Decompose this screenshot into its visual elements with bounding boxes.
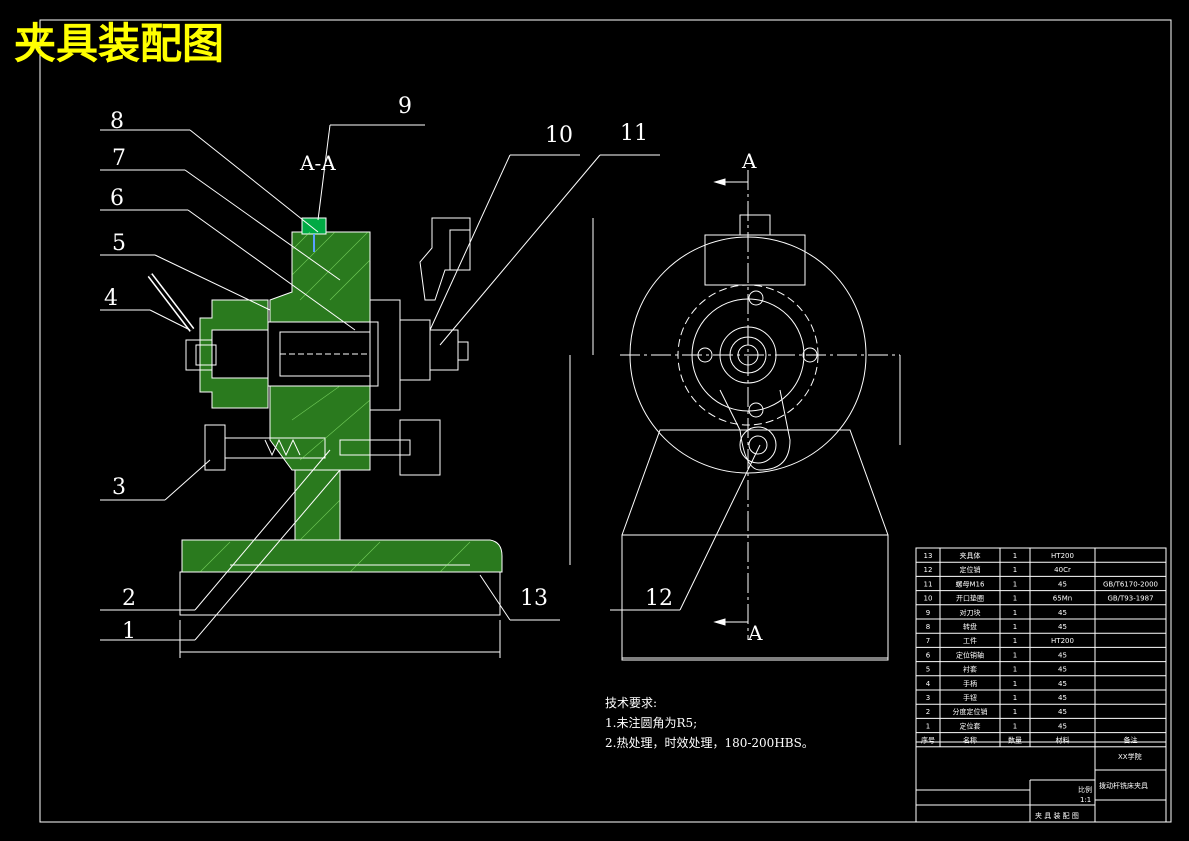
bom-header-name: 名称 — [963, 736, 977, 745]
company-name: XX学院 — [1118, 752, 1142, 761]
balloon-4: 4 — [104, 286, 118, 311]
bom-cell-material: 45 — [1058, 609, 1067, 617]
column-section — [294, 469, 341, 541]
bom-cell-name: 对刀块 — [960, 608, 981, 617]
balloon-12: 12 — [645, 586, 673, 611]
view-label-bottom: A — [747, 621, 763, 645]
bom-cell-no: 7 — [926, 637, 930, 645]
bom-cell-qty: 1 — [1013, 708, 1017, 716]
bom-cell-name: 手钮 — [963, 693, 977, 702]
bom-cell-name: 定位销 — [960, 565, 981, 574]
balloon-1: 1 — [122, 619, 136, 644]
balloon-5: 5 — [112, 231, 126, 256]
bom-cell-no: 8 — [926, 623, 930, 631]
bom-cell-qty: 1 — [1013, 666, 1017, 674]
balloon-6: 6 — [110, 186, 124, 211]
bom-cell-material: 40Cr — [1054, 566, 1071, 574]
bom-cell-no: 12 — [924, 566, 933, 574]
drawing-name: 拨动杆铣床夹具 — [1099, 781, 1148, 790]
bom-cell-note: GB/T6170-2000 — [1103, 580, 1158, 588]
bom-header-note: 备注 — [1124, 736, 1138, 745]
title-block-footer: 夹 具 装 配 图 — [1035, 811, 1079, 820]
title-block — [915, 741, 1167, 823]
bom-cell-name: 转盘 — [963, 622, 977, 631]
bom-cell-no: 2 — [926, 708, 930, 716]
bom-cell-material: 45 — [1058, 666, 1067, 674]
bom-cell-name: 螺母M16 — [956, 579, 985, 588]
bom-header-no: 序号 — [921, 736, 935, 745]
bom-cell-qty: 1 — [1013, 580, 1017, 588]
bom-cell-material: 45 — [1058, 694, 1067, 702]
bom-cell-material: 45 — [1058, 680, 1067, 688]
balloon-10: 10 — [545, 123, 573, 148]
balloon-3: 3 — [112, 475, 126, 500]
balloon-11: 11 — [620, 121, 648, 146]
tech-line-1: 1.未注圆角为R5; — [605, 715, 697, 730]
front-view — [569, 170, 901, 661]
tech-requirements: 技术要求: 1.未注圆角为R5; 2.热处理，时效处理，180-200HBS。 — [605, 696, 814, 750]
bom-cell-material: 45 — [1058, 722, 1067, 730]
balloon-8: 8 — [110, 109, 124, 134]
balloon-13: 13 — [520, 586, 548, 611]
bom-cell-no: 5 — [926, 666, 930, 674]
bom-cell-material: HT200 — [1051, 637, 1074, 645]
bom-cell-material: HT200 — [1051, 552, 1074, 560]
tech-heading: 技术要求: — [605, 696, 657, 710]
leader-lines — [100, 124, 761, 641]
bom-cell-qty: 1 — [1013, 552, 1017, 560]
bom-cell-no: 3 — [926, 694, 930, 702]
bom-cell-no: 1 — [926, 722, 930, 730]
bom-cell-name: 定位销轴 — [956, 650, 984, 659]
bom-cell-name: 手柄 — [963, 679, 977, 688]
bom-cell-qty: 1 — [1013, 722, 1017, 730]
scale-label: 比例 — [1078, 785, 1092, 794]
bom-cell-no: 6 — [926, 651, 931, 659]
bom-cell-qty: 1 — [1013, 609, 1017, 617]
view-label-top: A — [741, 149, 757, 173]
bom-cell-name: 夹具体 — [960, 551, 981, 560]
balloon-7: 7 — [112, 146, 126, 171]
bom-cell-no: 10 — [924, 595, 933, 603]
bom-cell-qty: 1 — [1013, 651, 1017, 659]
scale-value: 1:1 — [1080, 796, 1091, 804]
bom-cell-qty: 1 — [1013, 694, 1017, 702]
bom-cell-material: 45 — [1058, 708, 1067, 716]
base-section — [181, 539, 503, 573]
bom-cell-qty: 1 — [1013, 680, 1017, 688]
section-label: A-A — [299, 151, 336, 175]
bom-cell-qty: 1 — [1013, 637, 1017, 645]
bom-cell-no: 11 — [924, 580, 933, 588]
tech-line-2: 2.热处理，时效处理，180-200HBS。 — [605, 735, 814, 750]
balloon-9: 9 — [398, 94, 412, 119]
balloon-labels: 1 2 3 4 5 6 7 8 9 10 11 12 13 — [104, 94, 673, 644]
bom-header-material: 材料 — [1056, 736, 1070, 745]
balloon-2: 2 — [122, 586, 136, 611]
bom-cell-qty: 1 — [1013, 566, 1017, 574]
bom-cell-material: 65Mn — [1053, 595, 1072, 603]
bom-cell-name: 开口垫圈 — [956, 594, 984, 603]
bom-cell-no: 4 — [926, 680, 931, 688]
bom-cell-no: 13 — [924, 552, 933, 560]
bom-cell-name: 衬套 — [963, 665, 977, 674]
bom-cell-name: 工件 — [963, 636, 977, 645]
bom-header-qty: 数量 — [1008, 736, 1022, 745]
bom-cell-material: 45 — [1058, 580, 1067, 588]
bom-cell-material: 45 — [1058, 623, 1067, 631]
bom-cell-name: 定位套 — [960, 721, 981, 730]
bom-cell-note: GB/T93-1987 — [1107, 595, 1153, 603]
bom-cell-qty: 1 — [1013, 623, 1017, 631]
drawing-border — [39, 19, 1172, 823]
drawing-title: 夹具装配图 — [14, 19, 224, 68]
section-view — [147, 217, 503, 658]
bom-cell-no: 9 — [926, 609, 930, 617]
bom-cell-name: 分度定位销 — [953, 707, 988, 716]
bom-cell-material: 45 — [1058, 651, 1067, 659]
bom-cell-qty: 1 — [1013, 595, 1017, 603]
